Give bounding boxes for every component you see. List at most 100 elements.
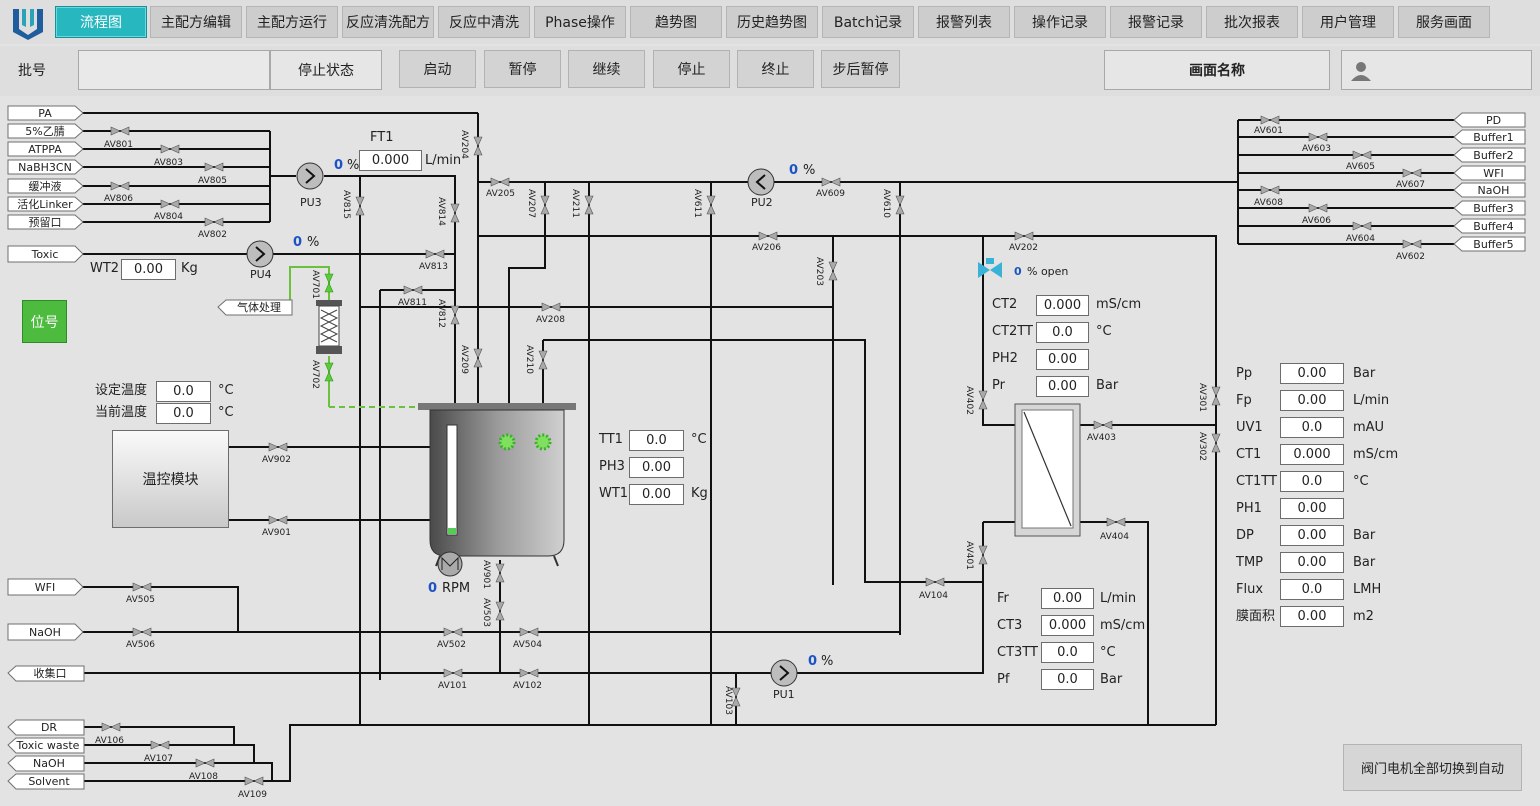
- tab-history-trend[interactable]: 历史趋势图: [726, 6, 818, 38]
- valve-av101[interactable]: AV101: [438, 681, 467, 691]
- pause-after-step-button[interactable]: 步后暂停: [821, 50, 900, 88]
- valve-av610[interactable]: AV610: [881, 189, 891, 218]
- tab-alarm-list[interactable]: 报警列表: [918, 6, 1010, 38]
- set-temp-value[interactable]: 0.0: [156, 381, 211, 402]
- valve-av605[interactable]: AV605: [1346, 162, 1375, 172]
- valve-av601[interactable]: AV601: [1254, 126, 1283, 136]
- pu4-speed-value: 0: [293, 235, 303, 250]
- tab-alarm-record[interactable]: 报警记录: [1110, 6, 1202, 38]
- valve-av203[interactable]: AV203: [814, 257, 824, 286]
- inlet-buffer1: Buffer1: [1473, 131, 1514, 144]
- reactor-vessel: [418, 403, 576, 567]
- valve-av104[interactable]: AV104: [919, 591, 948, 601]
- ft1-unit: L/min: [425, 153, 462, 168]
- terminate-button[interactable]: 终止: [737, 50, 814, 88]
- valve-av505[interactable]: AV505: [126, 595, 155, 605]
- tab-phase-operation[interactable]: Phase操作: [534, 6, 626, 38]
- valve-av702[interactable]: AV702: [310, 360, 320, 389]
- valve-av102[interactable]: AV102: [513, 681, 542, 691]
- tab-operation-record[interactable]: 操作记录: [1014, 6, 1106, 38]
- pu2-speed-value: 0: [789, 163, 799, 178]
- user-login-box[interactable]: [1341, 50, 1532, 90]
- valve-av106[interactable]: AV106: [95, 736, 124, 746]
- temp-control-module[interactable]: 温控模块: [112, 430, 229, 528]
- batch-number-input[interactable]: [78, 50, 270, 90]
- tab-batch-report[interactable]: 批次报表: [1206, 6, 1298, 38]
- valve-av205[interactable]: AV205: [486, 189, 515, 199]
- valve-av502[interactable]: AV502: [437, 640, 466, 650]
- tab-flowchart[interactable]: 流程图: [55, 6, 147, 38]
- valve-av401[interactable]: AV401: [964, 541, 974, 570]
- valve-av504[interactable]: AV504: [513, 640, 542, 650]
- valve-av404[interactable]: AV404: [1100, 532, 1129, 542]
- valve-av815[interactable]: AV815: [341, 190, 351, 219]
- valve-av403[interactable]: AV403: [1087, 433, 1116, 443]
- position-tag-button[interactable]: 位号: [22, 300, 67, 343]
- valve-av609[interactable]: AV609: [816, 189, 845, 199]
- wt1-unit: Kg: [691, 486, 708, 501]
- inlet-naoh-right: NaOH: [1477, 184, 1510, 197]
- valve-av204[interactable]: AV204: [459, 130, 469, 159]
- user-icon: [1351, 62, 1371, 81]
- valve-av402[interactable]: AV402: [964, 386, 974, 415]
- valve-av902[interactable]: AV902: [262, 455, 291, 465]
- valve-av207[interactable]: AV207: [526, 189, 536, 218]
- valve-av602[interactable]: AV602: [1396, 252, 1425, 262]
- pf-value: 0.0: [1041, 669, 1094, 690]
- valve-av606[interactable]: AV606: [1302, 216, 1331, 226]
- valve-av803[interactable]: AV803: [154, 158, 183, 168]
- valve-av701[interactable]: AV701: [310, 270, 320, 299]
- valve-av607[interactable]: AV607: [1396, 180, 1425, 190]
- valve-av804[interactable]: AV804: [154, 212, 183, 222]
- uv1-value: 0.0: [1280, 417, 1344, 438]
- tab-recipe-edit[interactable]: 主配方编辑: [150, 6, 242, 38]
- valve-av812[interactable]: AV812: [436, 299, 446, 328]
- valve-av109[interactable]: AV109: [238, 790, 267, 800]
- valve-av901-h[interactable]: AV901: [262, 528, 291, 538]
- valve-av202[interactable]: AV202: [1009, 243, 1038, 253]
- start-button[interactable]: 启动: [399, 50, 476, 88]
- tab-batch-record[interactable]: Batch记录: [822, 6, 914, 38]
- tab-recipe-run[interactable]: 主配方运行: [246, 6, 338, 38]
- valve-av107[interactable]: AV107: [144, 754, 173, 764]
- inlet-atppa: ATPPA: [28, 143, 62, 156]
- batch-label: 批号: [18, 63, 46, 79]
- valve-av811[interactable]: AV811: [398, 298, 427, 308]
- tab-service-screen[interactable]: 服务画面: [1398, 6, 1490, 38]
- tab-in-reaction-clean[interactable]: 反应中清洗: [438, 6, 530, 38]
- valve-av802[interactable]: AV802: [198, 230, 227, 240]
- valve-av302[interactable]: AV302: [1197, 432, 1207, 461]
- inlet-pa: PA: [38, 107, 52, 120]
- valve-av603[interactable]: AV603: [1302, 144, 1331, 154]
- valve-av506[interactable]: AV506: [126, 640, 155, 650]
- valve-av103[interactable]: AV103: [723, 686, 733, 715]
- resume-button[interactable]: 继续: [568, 50, 645, 88]
- valve-av814[interactable]: AV814: [436, 197, 446, 226]
- tab-user-management[interactable]: 用户管理: [1302, 6, 1394, 38]
- ct2tt-unit: °C: [1096, 324, 1112, 339]
- valve-av209[interactable]: AV209: [459, 345, 469, 374]
- valve-av608[interactable]: AV608: [1254, 198, 1283, 208]
- valve-av211[interactable]: AV211: [570, 189, 580, 218]
- switch-all-auto-button[interactable]: 阀门电机全部切换到自动: [1343, 744, 1522, 791]
- ct2tt-value: 0.0: [1036, 322, 1089, 343]
- valve-av813[interactable]: AV813: [419, 262, 448, 272]
- valve-av503[interactable]: AV503: [481, 598, 491, 627]
- valve-av806[interactable]: AV806: [104, 194, 133, 204]
- valve-av301[interactable]: AV301: [1197, 383, 1207, 412]
- valve-av206[interactable]: AV206: [752, 243, 781, 253]
- tab-clean-recipe[interactable]: 反应清洗配方: [342, 6, 434, 38]
- valve-av901-v[interactable]: AV901: [481, 560, 491, 589]
- valve-av210[interactable]: AV210: [524, 345, 534, 374]
- valve-av611[interactable]: AV611: [692, 189, 702, 218]
- valve-av208[interactable]: AV208: [536, 315, 565, 325]
- valve-av604[interactable]: AV604: [1346, 234, 1375, 244]
- pause-button[interactable]: 暂停: [484, 50, 561, 88]
- valve-av108[interactable]: AV108: [189, 772, 218, 782]
- tab-trend[interactable]: 趋势图: [630, 6, 722, 38]
- stop-button[interactable]: 停止: [653, 50, 730, 88]
- valve-av801[interactable]: AV801: [104, 140, 133, 150]
- collect-port: 收集口: [33, 667, 67, 680]
- valve-av805[interactable]: AV805: [198, 176, 227, 186]
- tmp-unit: Bar: [1353, 555, 1376, 570]
